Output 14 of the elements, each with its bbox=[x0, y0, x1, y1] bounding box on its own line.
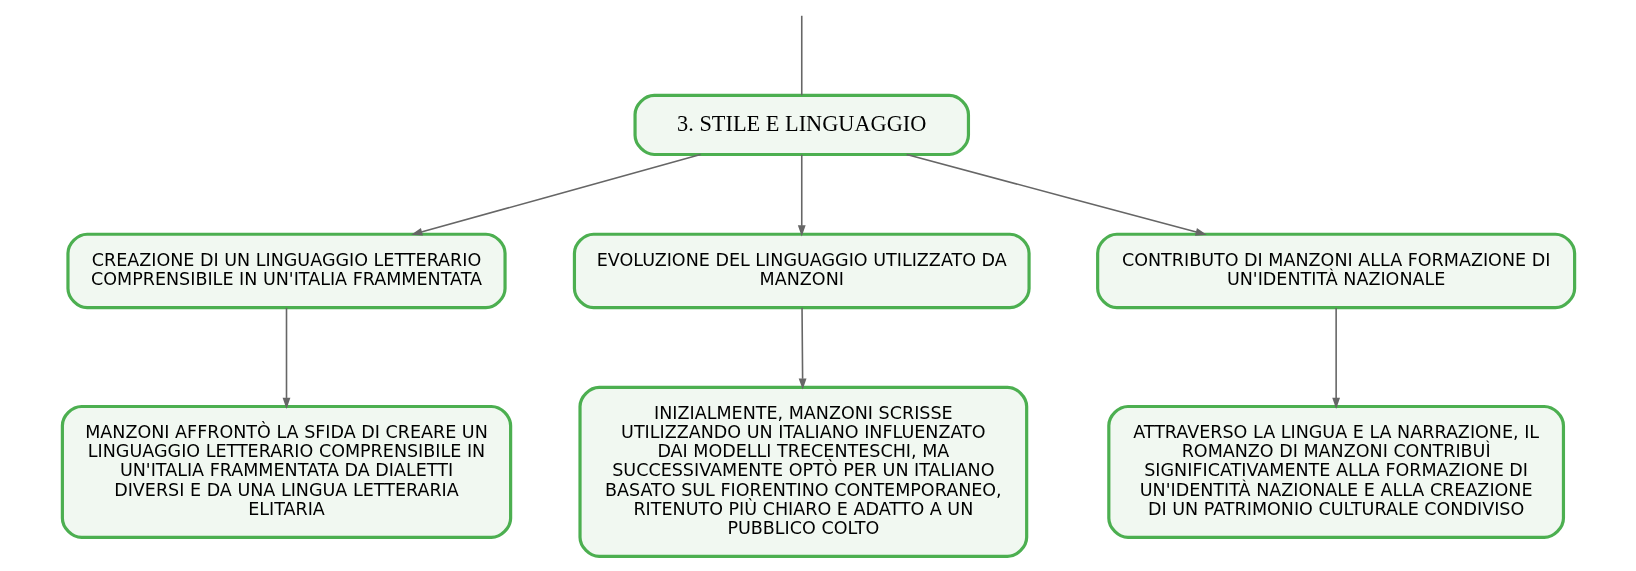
arrow bbox=[410, 153, 701, 236]
node-box: 3. STILE E LINGUAGGIO bbox=[632, 93, 970, 157]
node-box: MANZONI AFFRONTÒ LA SFIDA DI CREARE UN LINGUAGGIO LETTERARIO COMPRENSIBILE IN UN'ITALIA FRAMMENTATA DA DIALETTI DIVERSI E DA UNA LINGUA LETTERARIA ELITARIA bbox=[60, 404, 512, 539]
arrow bbox=[905, 153, 1207, 236]
connector bbox=[800, 14, 803, 97]
arrow bbox=[797, 153, 806, 237]
arrow bbox=[798, 307, 807, 390]
arrow bbox=[282, 307, 290, 409]
node-box: EVOLUZIONE DEL LINGUAGGIO UTILIZZATO DA MANZONI bbox=[572, 232, 1031, 310]
node-box: CONTRIBUTO DI MANZONI ALLA FORMAZIONE DI UN'IDENTITÀ NAZIONALE bbox=[1095, 232, 1576, 310]
node-box: ATTRAVERSO LA LINGUA E LA NARRAZIONE, IL ROMANZO DI MANZONI CONTRIBUÌ SIGNIFICATIVAMENTE ALLA FORMAZIONE DI UN'IDENTITÀ NAZIONALE E ALLA CREAZIONE DI UN PATRIMONIO CULTURALE CONDIVISO bbox=[1106, 404, 1565, 539]
node-box: CREAZIONE DI UN LINGUAGGIO LETTERARIO COMPRENSIBILE IN UN'ITALIA FRAMMENTATA bbox=[65, 232, 507, 310]
arrow bbox=[1331, 307, 1340, 409]
node-box: INIZIALMENTE, MANZONI SCRISSE UTILIZZANDO UN ITALIANO INFLUENZATO DAI MODELLI TRECENTESCHI, MA SUCCESSIVAMENTE OPTÒ PER UN ITALIANO BASATO SUL FIORENTINO CONTEMPORANEO, RITENUTO PIÙ CHIARO E ADATTO A UN PUBBLICO COLTO bbox=[577, 385, 1028, 559]
